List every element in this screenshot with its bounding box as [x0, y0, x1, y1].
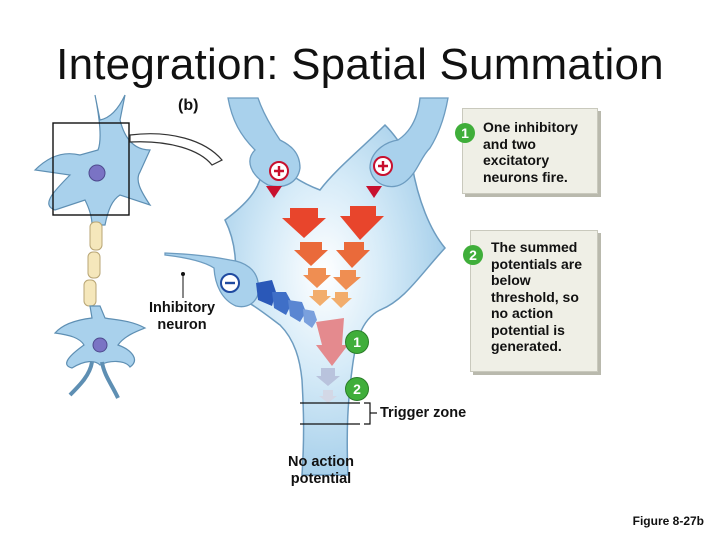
step-2-callout: 2 The summed potentials are below thresh…	[463, 230, 598, 372]
step-2-badge: 2	[463, 245, 483, 265]
excitatory-arrows-left	[282, 208, 331, 306]
panel-letter: (b)	[178, 97, 199, 114]
excitatory-arrows-right	[331, 206, 384, 308]
summed-arrow	[316, 318, 348, 403]
no-action-potential-label: No action potential	[287, 454, 355, 487]
inhibitory-neuron-label: Inhibitory neuron	[148, 300, 216, 333]
inhibitory-terminal	[164, 252, 260, 308]
step-1-badge-diagram: 1	[345, 330, 369, 354]
step-1-badge: 1	[455, 123, 475, 143]
step-1-text: One inhibitory and two excitatory neuron…	[483, 119, 578, 185]
slide-title: Integration: Spatial Summation	[56, 40, 664, 89]
inhibitory-arrows	[256, 280, 317, 328]
step-2-text: The summed potentials are below threshol…	[491, 239, 583, 354]
excitatory-terminal-left	[227, 97, 301, 188]
minus-sign-icon	[220, 273, 240, 293]
plus-sign-right-icon	[373, 156, 393, 176]
step-1-callout: 1 One inhibitory and two excitatory neur…	[455, 108, 598, 194]
plus-sign-left-icon	[269, 161, 289, 181]
step-2-badge-diagram: 2	[345, 377, 369, 401]
trigger-zone-label: Trigger zone	[380, 405, 467, 421]
overview-neuron	[33, 94, 223, 399]
figure-reference: Figure 8-27b	[632, 514, 704, 528]
trigger-zone-marker	[300, 402, 377, 425]
